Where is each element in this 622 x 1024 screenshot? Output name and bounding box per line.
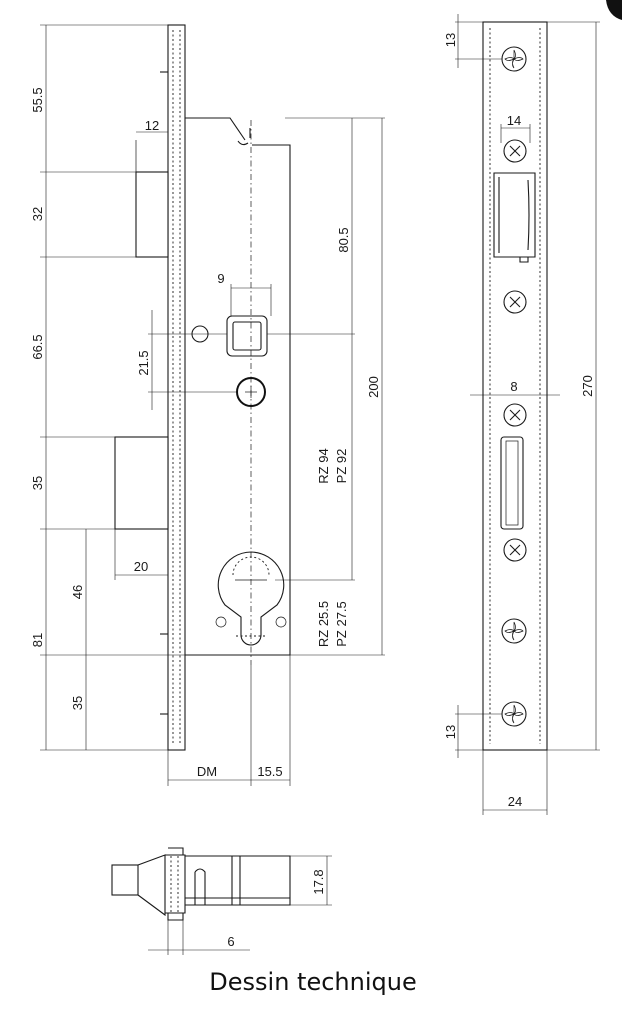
dead-bolt [114,436,169,530]
top-view-bolt [111,864,139,896]
dim-21-5: 21.5 [136,350,151,375]
side-view: 13 14 8 270 13 24 [443,14,600,815]
dim-200: 200 [366,376,381,398]
top-view: 17.8 6 [111,847,332,955]
dim-80-5: 80.5 [336,227,351,252]
lock-case [185,117,291,656]
dim-270: 270 [580,375,595,397]
dim-17-8: 17.8 [311,869,326,894]
dim-35-top: 35 [30,476,45,490]
dim-15-5: 15.5 [257,764,282,779]
latch-window [493,172,536,263]
dim-46: 46 [70,585,85,599]
top-view-body [137,847,186,921]
screw-cross-4 [503,538,527,562]
dim-13-top: 13 [443,33,458,47]
dim-9: 9 [217,271,224,286]
screw-cross-3 [503,403,527,427]
dim-55-5: 55.5 [30,87,45,112]
dim-35-bottom: 35 [70,696,85,710]
screw-phillips-3 [501,701,527,727]
label-pz27-5: PZ 27.5 [334,601,349,647]
dim-6: 6 [227,934,234,949]
screw-phillips-2 [501,618,527,644]
latch-bolt [135,171,169,258]
dim-12: 12 [145,118,159,133]
drawing-caption: Dessin technique [209,968,416,996]
corner-mark [606,0,622,20]
dim-24: 24 [508,794,522,809]
screw-cross-2 [503,290,527,314]
label-pz92: PZ 92 [334,449,349,484]
front-view: 55.5 12 32 80.5 9 66.5 21.5 200 35 RZ 94… [30,24,385,786]
deadbolt-window [500,436,524,530]
dim-dm: DM [197,764,217,779]
screw-cross-1 [503,139,527,163]
label-rz25-5: RZ 25.5 [316,601,331,647]
dim-13-bottom: 13 [443,725,458,739]
label-rz94: RZ 94 [316,448,331,483]
cylinder-cutout [215,551,287,646]
screw-phillips-1 [501,46,527,72]
dim-14: 14 [507,113,521,128]
dim-66-5: 66.5 [30,334,45,359]
dim-20: 20 [134,559,148,574]
follower-square [226,315,268,357]
front-faceplate [167,24,186,751]
dim-81: 81 [30,633,45,647]
dim-8: 8 [510,379,517,394]
dim-32: 32 [30,207,45,221]
